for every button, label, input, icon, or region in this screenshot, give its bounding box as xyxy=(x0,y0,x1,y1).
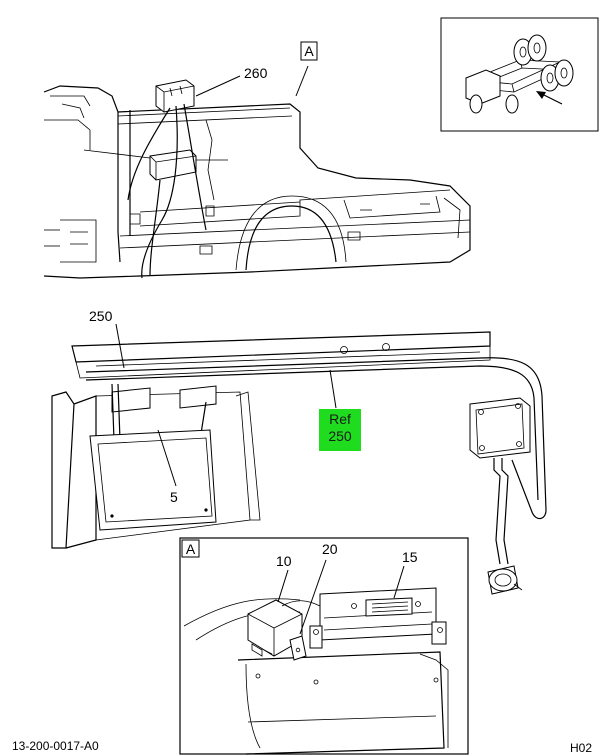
ref-250-hotspot[interactable]: Ref 250 xyxy=(319,409,361,451)
ref-badge-line1: Ref xyxy=(329,411,351,427)
view-a-label-detail: A xyxy=(186,541,196,557)
callout-260: 260 xyxy=(244,65,268,81)
view-a-marker-detail: A xyxy=(181,539,200,558)
callout-15: 15 xyxy=(402,549,418,565)
footer-part-number: 13-200-0017-A0 xyxy=(12,739,99,753)
ref-250-badge[interactable] xyxy=(319,409,361,451)
dash-assembly-view xyxy=(51,331,547,595)
footer-code: H02 xyxy=(570,741,592,755)
view-a-label-top: A xyxy=(304,43,314,59)
callout-250: 250 xyxy=(89,308,113,324)
callout-5: 5 xyxy=(170,489,178,505)
view-a-marker-top: A xyxy=(300,41,318,61)
truck-locator-inset xyxy=(440,17,599,132)
leader-lines xyxy=(115,65,405,635)
ref-badge-line2: 250 xyxy=(328,428,352,444)
callout-10: 10 xyxy=(276,553,292,569)
detail-a-view xyxy=(179,537,469,755)
callout-20: 20 xyxy=(322,541,338,557)
cab-side-view xyxy=(43,79,471,279)
